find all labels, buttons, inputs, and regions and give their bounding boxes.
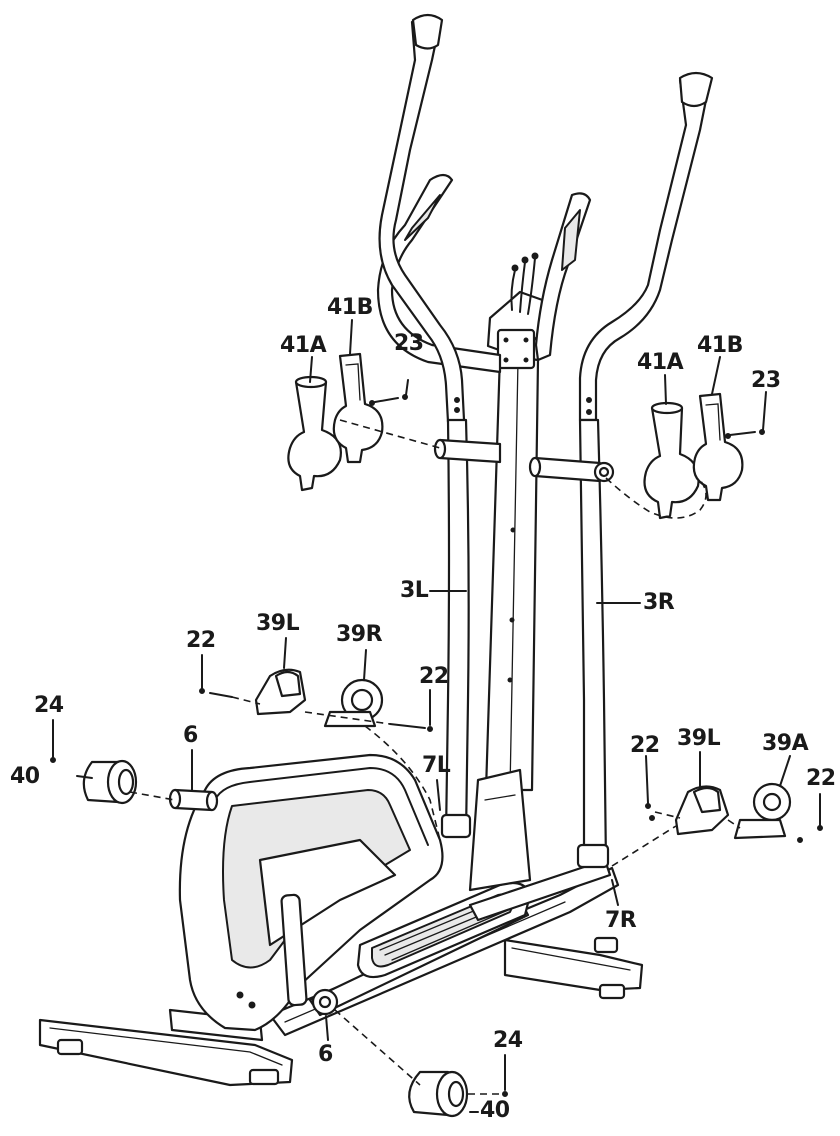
label-22-a: 22 (186, 628, 216, 653)
label-3r: 3R (643, 590, 675, 615)
central-mast (468, 353, 540, 892)
screw-23-right (725, 429, 765, 439)
console-bracket (486, 252, 550, 370)
label-40-bottom: 40 (480, 1098, 510, 1123)
label-22-b: 22 (419, 664, 449, 689)
label-41a-right: 41A (637, 350, 684, 375)
label-6-top: 6 (183, 723, 198, 748)
screw-23-left (369, 394, 408, 406)
label-41a-left: 41A (280, 333, 327, 358)
cover-41b-left (332, 352, 384, 464)
label-3l: 3L (400, 578, 429, 603)
cover-39l-right (674, 785, 730, 836)
label-7l: 7L (422, 753, 451, 778)
label-41b-left: 41B (327, 295, 373, 320)
cover-41a-right (643, 401, 700, 520)
label-39l-left: 39L (256, 611, 300, 636)
cover-39a (733, 782, 792, 840)
label-23-left: 23 (394, 331, 424, 356)
label-41b-right: 41B (697, 333, 743, 358)
flywheel-housing (178, 753, 444, 1032)
label-23-right: 23 (751, 368, 781, 393)
label-40-top: 40 (10, 764, 40, 789)
label-7r: 7R (605, 908, 637, 933)
label-39l-right: 39L (677, 726, 721, 751)
leader-lines (52, 319, 821, 1113)
screws-22-right (645, 803, 823, 843)
label-22-c: 22 (630, 733, 660, 758)
left-moving-arm (378, 13, 472, 839)
front-stabilizer (503, 936, 644, 1000)
right-moving-arm (576, 71, 714, 869)
label-24-top: 24 (34, 693, 64, 718)
label-39r: 39R (336, 622, 383, 647)
end-cap-40-top (50, 757, 138, 805)
screws-22-left (199, 688, 433, 732)
label-6-bottom: 6 (318, 1042, 333, 1067)
cover-41a-left (287, 375, 342, 492)
cover-41b-right (692, 392, 744, 502)
label-22-d: 22 (806, 766, 836, 791)
end-cap-40-bottom (408, 1070, 508, 1118)
cover-39l-left (254, 668, 307, 716)
label-39a: 39A (762, 731, 809, 756)
assembly-guide-lines (129, 419, 741, 1095)
pivot-axle (433, 438, 615, 483)
label-24-bottom: 24 (493, 1028, 523, 1053)
axle-6-top (168, 788, 219, 812)
stationary-handlebar (376, 173, 592, 374)
rear-pedal-arm (468, 858, 612, 922)
cover-39r (323, 678, 384, 728)
